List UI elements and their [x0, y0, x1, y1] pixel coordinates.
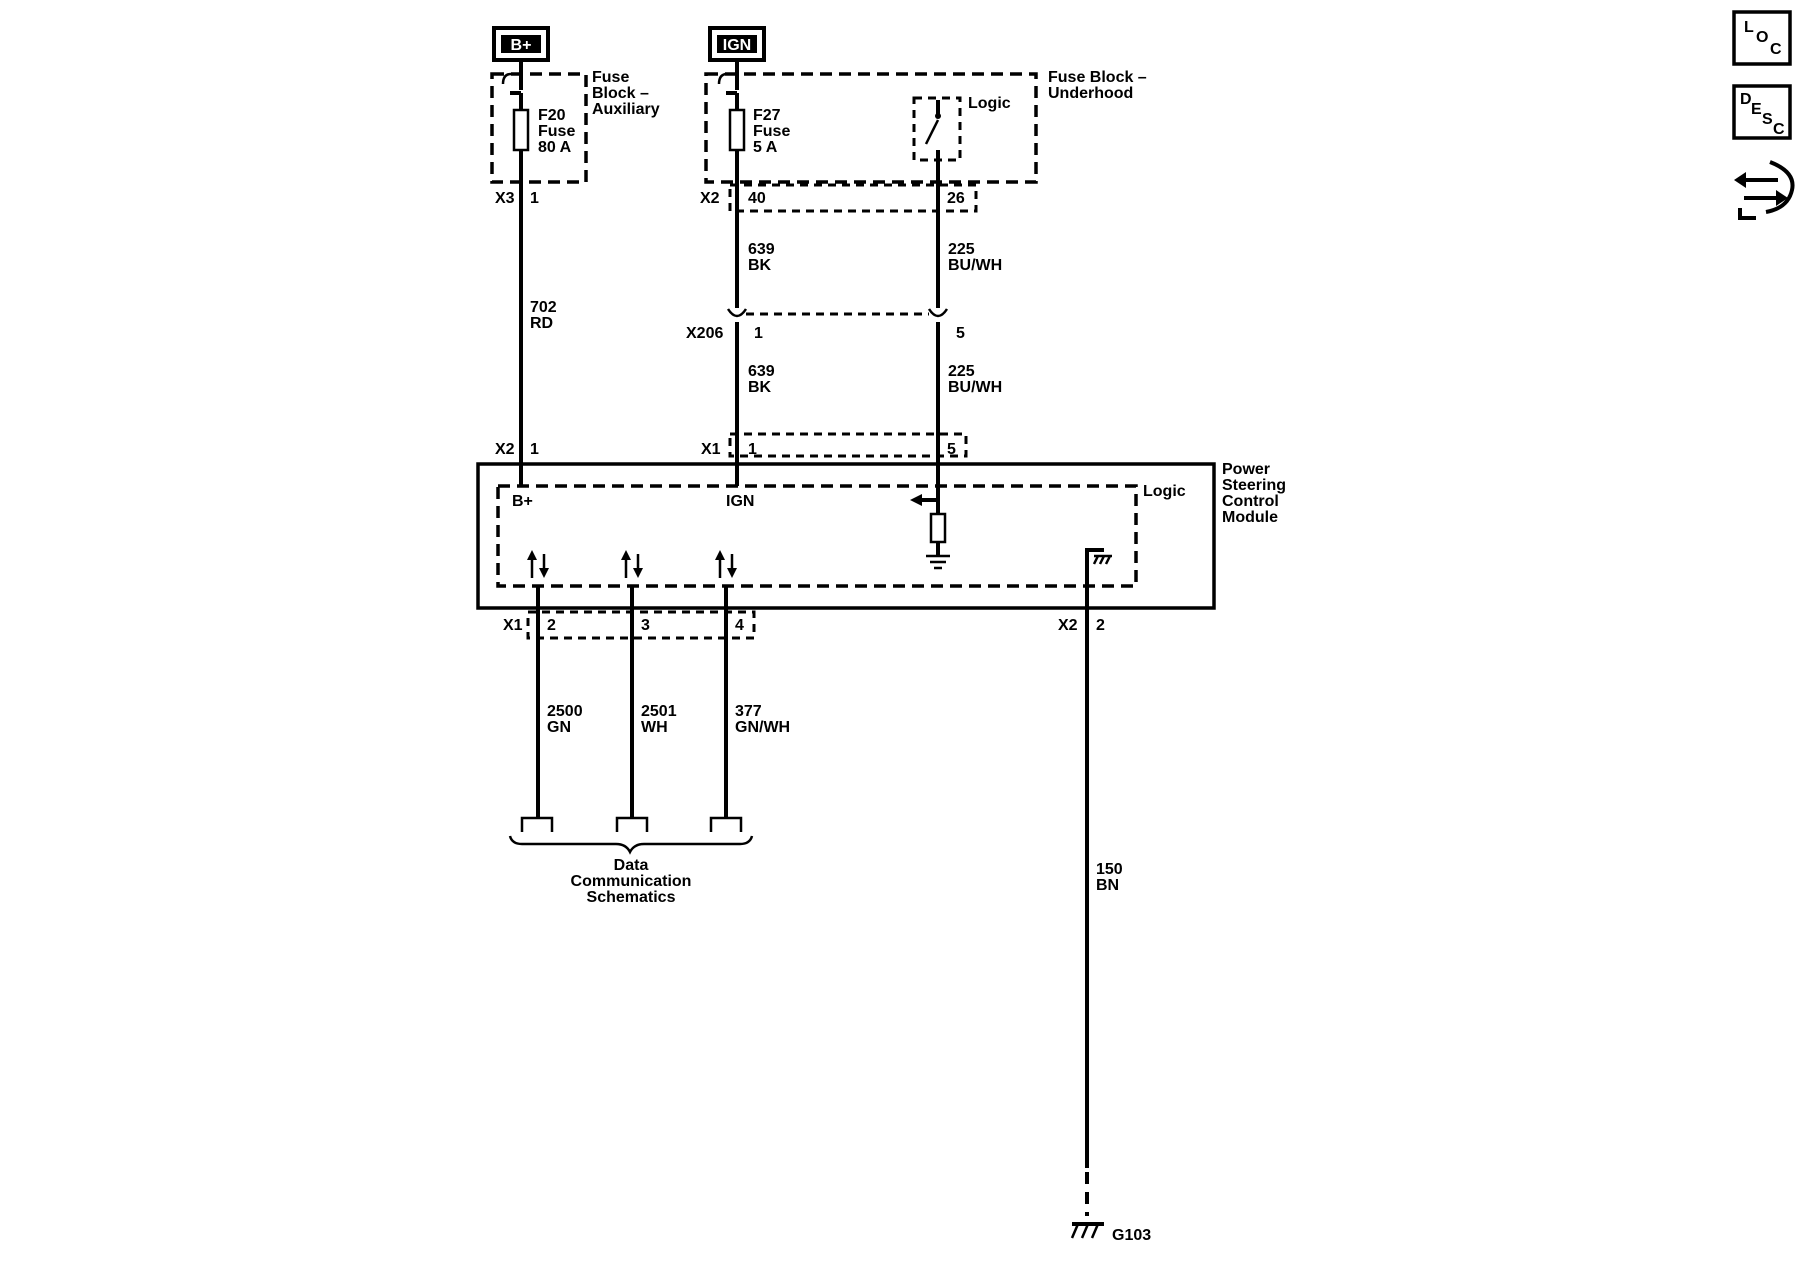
svg-text:1: 1	[754, 325, 763, 342]
connector-x2-module-top: X2 1	[495, 441, 539, 458]
svg-text:F27: F27	[753, 107, 781, 124]
svg-text:C: C	[1773, 121, 1785, 138]
ign-source-label: IGN	[708, 26, 766, 62]
svg-text:X2: X2	[700, 190, 720, 207]
svg-text:Logic: Logic	[1143, 483, 1186, 500]
wire-225-buwh-lower: 225 BU/WH	[936, 322, 1002, 500]
svg-text:5 A: 5 A	[753, 139, 778, 156]
wire-2501-wh: 2501 WH	[615, 586, 677, 832]
svg-text:1: 1	[530, 441, 539, 458]
svg-text:5: 5	[956, 325, 965, 342]
wire-639-bk-upper: 639 BK	[735, 182, 775, 304]
svg-text:S: S	[1762, 111, 1773, 128]
svg-text:X2: X2	[495, 441, 515, 458]
svg-text:5: 5	[947, 441, 956, 458]
svg-text:BN: BN	[1096, 877, 1119, 894]
svg-text:Steering: Steering	[1222, 477, 1286, 494]
svg-text:702: 702	[530, 299, 557, 316]
connector-x1-module-top: X1 1 5	[701, 432, 968, 458]
fuse-block-auxiliary: Fuse Block – Auxiliary F20 Fuse 80 A	[490, 60, 660, 184]
fuse-block-underhood: F27 Fuse 5 A Logic Fuse Block – Underhoo…	[704, 60, 1147, 184]
wire-225-buwh-upper: 225 BU/WH	[936, 182, 1002, 304]
svg-text:D: D	[1740, 91, 1752, 108]
svg-text:26: 26	[947, 190, 965, 207]
svg-text:Communication: Communication	[571, 873, 692, 890]
bplus-source-label: B+	[492, 26, 550, 62]
svg-text:Data: Data	[614, 857, 649, 874]
svg-text:40: 40	[748, 190, 766, 207]
svg-text:2500: 2500	[547, 703, 583, 720]
connector-navigation-icon[interactable]	[1734, 160, 1795, 220]
svg-text:3: 3	[641, 617, 650, 634]
svg-text:2: 2	[1096, 617, 1105, 634]
svg-text:2: 2	[547, 617, 556, 634]
svg-text:150: 150	[1096, 861, 1123, 878]
data-communication-schematics-link[interactable]: Data Communication Schematics	[508, 835, 754, 906]
svg-text:X2: X2	[1058, 617, 1078, 634]
svg-text:RD: RD	[530, 315, 553, 332]
svg-text:X1: X1	[701, 441, 721, 458]
svg-text:E: E	[1751, 101, 1762, 118]
svg-text:X3: X3	[495, 190, 515, 207]
svg-text:BK: BK	[748, 257, 772, 274]
connector-x3: X3 1	[495, 190, 539, 207]
svg-text:WH: WH	[641, 719, 668, 736]
wire-702-rd: 702 RD	[519, 182, 557, 486]
svg-text:GN/WH: GN/WH	[735, 719, 790, 736]
svg-text:Fuse: Fuse	[592, 69, 629, 86]
svg-text:2501: 2501	[641, 703, 677, 720]
svg-text:B+: B+	[512, 493, 533, 510]
svg-text:Module: Module	[1222, 509, 1278, 526]
serial-data-arrows-1	[527, 550, 549, 578]
svg-text:C: C	[1770, 41, 1782, 58]
svg-text:IGN: IGN	[726, 493, 754, 510]
ground-g103: G103	[1070, 1222, 1151, 1244]
wire-639-bk-lower: 639 BK	[735, 322, 775, 486]
svg-text:BK: BK	[748, 379, 772, 396]
wire-150-bn: 150 BN	[1085, 622, 1123, 1216]
svg-text:639: 639	[748, 241, 775, 258]
svg-text:Auxiliary: Auxiliary	[592, 101, 660, 118]
svg-text:Logic: Logic	[968, 95, 1011, 112]
serial-data-arrows-2	[621, 550, 643, 578]
svg-text:80 A: 80 A	[538, 139, 572, 156]
loc-icon[interactable]: L O C	[1732, 10, 1792, 66]
serial-data-arrows-3	[715, 550, 737, 578]
svg-text:X1: X1	[503, 617, 523, 634]
svg-text:Fuse: Fuse	[753, 123, 790, 140]
svg-text:377: 377	[735, 703, 762, 720]
svg-text:Fuse: Fuse	[538, 123, 575, 140]
svg-text:BU/WH: BU/WH	[948, 257, 1002, 274]
connector-x2-fuseblock: X2 40 26	[700, 183, 978, 213]
svg-text:639: 639	[748, 363, 775, 380]
svg-text:Underhood: Underhood	[1048, 85, 1133, 102]
svg-text:Control: Control	[1222, 493, 1279, 510]
svg-text:G103: G103	[1112, 1227, 1151, 1244]
svg-text:4: 4	[735, 617, 744, 634]
connector-x2-module-bottom: X2 2	[1058, 617, 1105, 634]
svg-text:Schematics: Schematics	[587, 889, 676, 906]
svg-text:O: O	[1756, 29, 1768, 46]
power-steering-control-module: Power Steering Control Module Logic B+ I…	[476, 461, 1286, 622]
svg-text:Fuse Block –: Fuse Block –	[1048, 69, 1147, 86]
svg-text:Power: Power	[1222, 461, 1270, 478]
svg-text:BU/WH: BU/WH	[948, 379, 1002, 396]
svg-text:X206: X206	[686, 325, 723, 342]
svg-text:GN: GN	[547, 719, 571, 736]
connector-x1-module-bottom: X1 2 3 4	[503, 610, 756, 640]
svg-text:B+: B+	[511, 37, 532, 54]
svg-text:1: 1	[530, 190, 539, 207]
svg-text:1: 1	[748, 441, 757, 458]
svg-text:225: 225	[948, 363, 975, 380]
desc-icon[interactable]: D E S C	[1732, 84, 1792, 140]
connector-x206: X206 1 5	[686, 304, 965, 342]
svg-text:Block –: Block –	[592, 85, 649, 102]
wire-377-gnwh: 377 GN/WH	[709, 586, 790, 832]
svg-text:L: L	[1744, 19, 1754, 36]
svg-text:225: 225	[948, 241, 975, 258]
wire-2500-gn: 2500 GN	[520, 586, 583, 832]
svg-text:F20: F20	[538, 107, 566, 124]
svg-text:IGN: IGN	[723, 37, 751, 54]
